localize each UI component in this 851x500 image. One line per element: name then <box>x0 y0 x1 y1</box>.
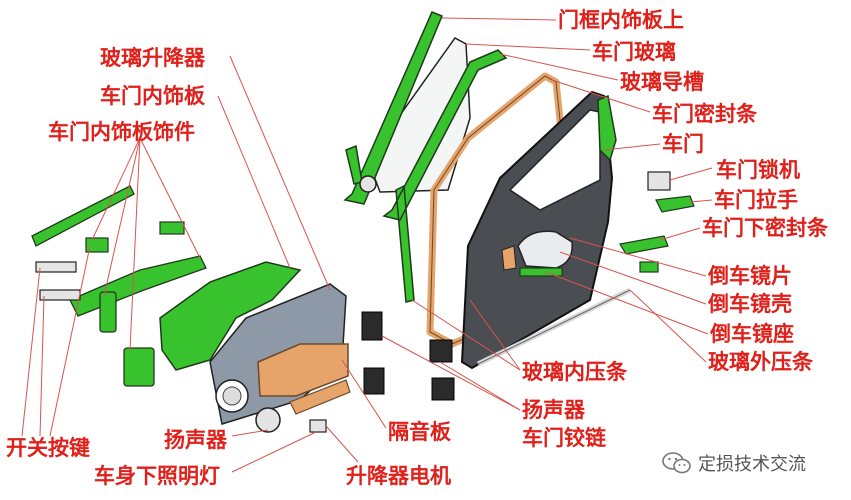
door-lower-seal-part <box>619 235 669 255</box>
frame-trim-lower-part <box>345 144 363 185</box>
label-window-regulator: 玻璃升降器 <box>100 46 205 70</box>
door-glass-part <box>367 37 471 193</box>
door-handle-part <box>655 195 695 213</box>
door-trim-panel-part <box>159 261 302 371</box>
wechat-icon <box>662 452 691 474</box>
label-courtesy-lamp: 车身下照明灯 <box>94 464 220 488</box>
label-frame-trim-upper: 门框内饰板上 <box>558 8 684 32</box>
sound-insulation-part <box>257 343 349 397</box>
frame-trim-upper-part <box>343 11 443 205</box>
label-door-seal: 车门密封条 <box>652 102 757 126</box>
watermark-text: 定损技术交流 <box>698 454 806 475</box>
speaker-left-part <box>255 407 281 433</box>
mirror-part <box>517 230 573 269</box>
label-sound-insulation: 隔音板 <box>388 420 451 444</box>
label-door-glass: 车门玻璃 <box>592 40 676 64</box>
label-outer-glass-strip: 玻璃外压条 <box>708 350 813 374</box>
label-inner-glass-strip: 玻璃内压条 <box>522 360 627 384</box>
label-mirror-base: 倒车镜座 <box>710 322 794 346</box>
label-door-lower-seal: 车门下密封条 <box>702 216 828 240</box>
label-door: 车门 <box>662 132 704 156</box>
hinge-part <box>361 311 383 341</box>
trim-strip-part <box>31 185 135 247</box>
leader-lines <box>21 17 713 473</box>
label-door-lock: 车门锁机 <box>716 158 800 182</box>
label-door-trim-panel: 车门内饰板 <box>100 84 205 108</box>
label-door-trim-parts: 车门内饰板饰件 <box>48 120 195 144</box>
door-lock-part <box>647 171 671 191</box>
label-switch-buttons: 开关按键 <box>6 436 90 460</box>
label-door-handle: 车门拉手 <box>714 188 798 212</box>
label-speaker-right: 扬声器 <box>522 398 585 422</box>
regulator-motor-part <box>309 419 327 433</box>
watermark: 定损技术交流 <box>662 450 806 476</box>
label-regulator-motor: 升降器电机 <box>346 464 451 488</box>
speaker-small-part <box>359 175 377 193</box>
label-door-hinge: 车门铰链 <box>522 426 606 450</box>
label-speaker-left: 扬声器 <box>164 428 227 452</box>
label-mirror-housing: 倒车镜壳 <box>708 292 792 316</box>
label-mirror-glass: 倒车镜片 <box>708 264 792 288</box>
door-seal-strip-part <box>597 94 617 162</box>
label-glass-channel: 玻璃导槽 <box>620 70 704 94</box>
